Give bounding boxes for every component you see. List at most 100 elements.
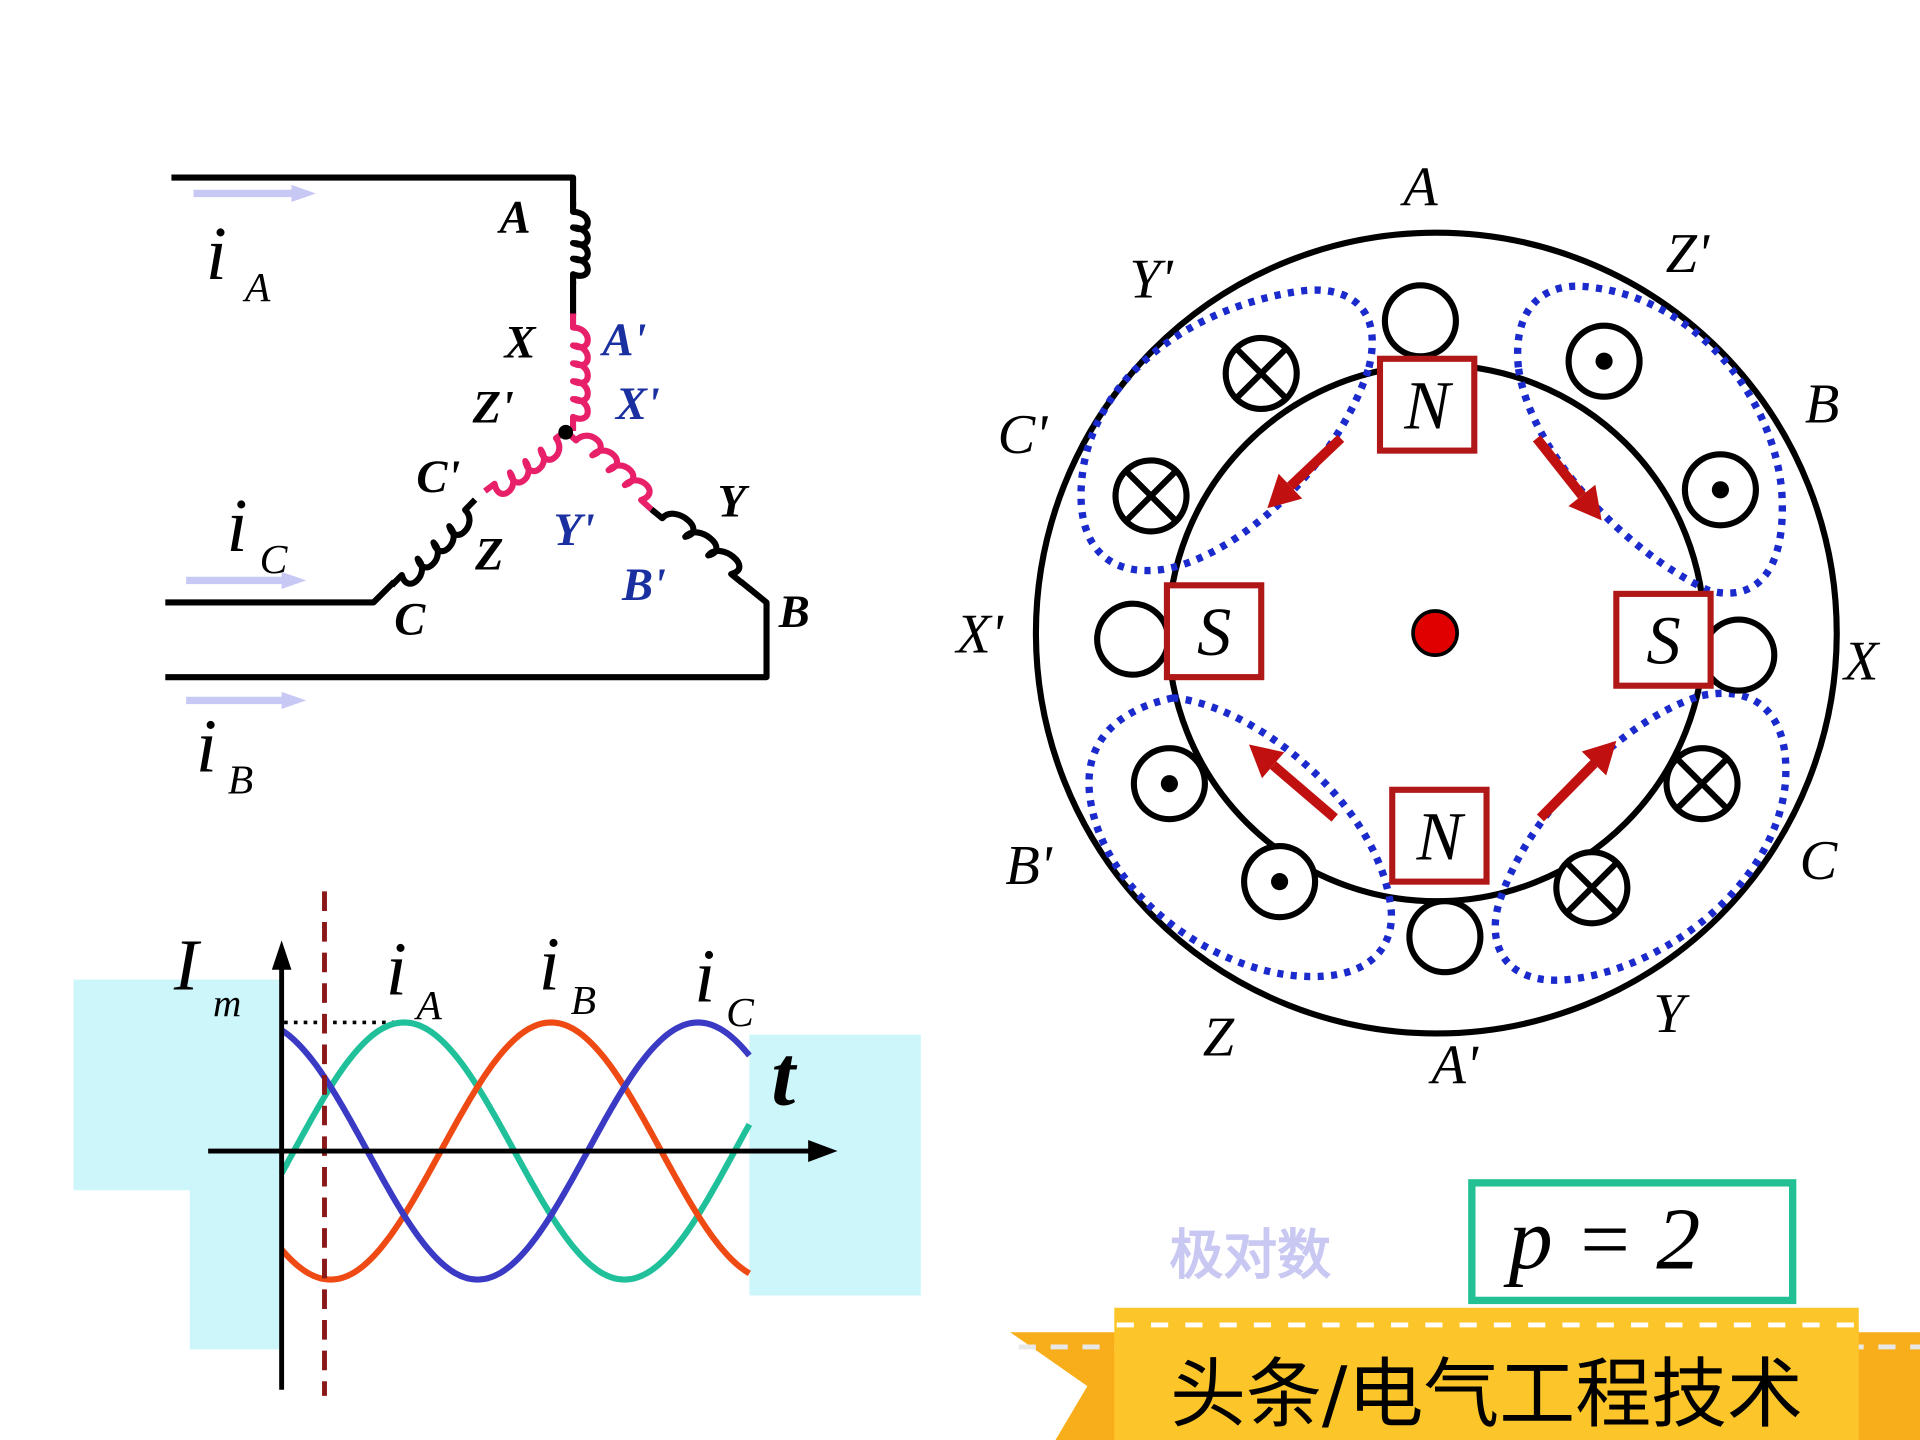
x-axis-label: t — [771, 1028, 797, 1123]
highlight-right — [749, 1034, 921, 1296]
terminal-z: Z — [474, 529, 503, 580]
slot-empty-icon — [1381, 282, 1459, 360]
wire-b — [165, 579, 770, 681]
flux-loop-top-left — [1077, 286, 1376, 575]
pole-n: N — [1389, 786, 1490, 885]
series-label-c: i — [694, 935, 715, 1019]
three-phase-waveform: I m t i A i B i C — [73, 891, 921, 1396]
slot-empty-icon — [1406, 898, 1484, 976]
current-arrow-c-head — [281, 571, 307, 589]
pole-s: S — [1613, 590, 1714, 689]
flux-arrow-icon — [1536, 740, 1617, 822]
pole-label: N — [1403, 368, 1453, 444]
flux-arrow-icon — [1248, 744, 1338, 822]
pole-pairs-box — [1468, 1179, 1797, 1305]
terminal-x-prime: X' — [614, 379, 660, 430]
current-label-c: i — [227, 484, 248, 568]
terminal-b: B — [778, 587, 810, 638]
wire-c — [165, 579, 397, 606]
coil-y-prime-b-prime — [563, 428, 654, 512]
slot-dot-icon — [1130, 745, 1208, 823]
flux-loop-top-right — [1513, 282, 1786, 597]
stator-terminal-label: C' — [998, 404, 1049, 466]
terminal-c: C — [394, 594, 426, 645]
current-label-a: i — [206, 212, 227, 296]
flux-arrow-icon — [1267, 434, 1345, 509]
star-connection-circuit — [165, 174, 770, 709]
stator-terminal-label: A' — [1427, 1035, 1478, 1097]
coil-c-prime-z-prime — [483, 428, 568, 497]
series-label-b: i — [539, 922, 560, 1006]
slot-cross-icon — [1553, 849, 1631, 927]
pole-pairs-formula: p = 2 — [1503, 1191, 1701, 1289]
stator-outer-ring — [1032, 229, 1840, 1037]
coil-a-x — [570, 202, 591, 285]
stator-terminal-label: X — [1842, 631, 1881, 693]
circuit-labels: i A i C i B A X Z' C' Z C Y B A' X' Y' B… — [196, 193, 810, 804]
pole-label: N — [1416, 799, 1466, 875]
flux-loop-bottom-left — [1085, 694, 1396, 981]
wire-a — [171, 174, 577, 206]
terminal-z-prime: Z' — [472, 382, 514, 433]
y-axis-arrow-icon — [271, 940, 292, 970]
coil-a-prime-x-prime — [570, 313, 591, 432]
pole-s: S — [1163, 582, 1265, 681]
series-label-c-sub: C — [726, 990, 755, 1036]
series-label-a: i — [386, 927, 407, 1011]
stator-terminal-label: B — [1805, 373, 1839, 435]
pole-pairs-label: 极对数 — [1169, 1223, 1331, 1286]
y-axis-label: I — [173, 924, 202, 1005]
terminal-a-prime: A' — [599, 315, 646, 366]
terminal-c-prime: C' — [416, 452, 460, 503]
stator-terminal-label: B' — [1005, 835, 1052, 897]
current-label-c-sub: C — [260, 537, 289, 583]
current-label-a-sub: A — [242, 265, 271, 311]
flux-loop-bottom-right — [1491, 689, 1790, 984]
pole-label: S — [1197, 594, 1231, 670]
pole-label: S — [1646, 603, 1680, 679]
rotor-center-dot — [1411, 609, 1459, 657]
curve-i-c — [279, 1019, 752, 1283]
curve-i-b — [279, 1019, 751, 1283]
current-label-b: i — [196, 704, 217, 788]
stator-terminal-label: Y' — [1129, 249, 1173, 311]
slot-dot-icon — [1681, 451, 1759, 529]
slot-dot-icon — [1565, 322, 1643, 400]
watermark-banner: 头条/电气工程技术 — [1010, 1307, 1920, 1440]
terminal-x: X — [502, 318, 536, 369]
highlight-left-top — [73, 979, 282, 1191]
slot-empty-icon — [1700, 616, 1778, 694]
flux-lines — [1077, 282, 1790, 984]
x-axis-arrow-icon — [808, 1140, 838, 1163]
watermark-text: 头条/电气工程技术 — [1170, 1350, 1803, 1438]
stator-terminal-label: Z' — [1666, 223, 1710, 285]
pole-n: N — [1376, 355, 1478, 454]
terminal-y-prime: Y' — [553, 505, 594, 556]
coil-c-z — [389, 497, 478, 588]
banner-band — [1114, 1307, 1859, 1440]
stator-terminal-label: C — [1800, 830, 1839, 892]
neutral-point — [558, 424, 574, 440]
stator-terminal-label: Y — [1653, 983, 1690, 1045]
current-arrows — [186, 184, 316, 709]
current-label-b-sub: B — [228, 757, 253, 803]
terminal-a: A — [497, 193, 531, 244]
terminal-y: Y — [718, 477, 750, 528]
coil-b-y — [649, 507, 744, 586]
terminal-b-prime: B' — [621, 560, 666, 611]
y-axis-label-sub: m — [213, 982, 241, 1025]
slot-cross-icon — [1222, 334, 1300, 413]
series-label-b-sub: B — [571, 978, 596, 1024]
stator-terminal-label: A — [1399, 157, 1438, 219]
highlight-left-bottom — [189, 1175, 282, 1350]
slot-empty-icon — [1094, 600, 1172, 678]
slot-dot-icon — [1241, 843, 1319, 921]
slot-cross-icon — [1112, 457, 1190, 535]
current-arrow-b-head — [281, 691, 307, 709]
stator-terminal-label: X' — [954, 604, 1003, 666]
current-arrow-a-head — [291, 184, 316, 203]
series-label-a-sub: A — [413, 983, 442, 1029]
